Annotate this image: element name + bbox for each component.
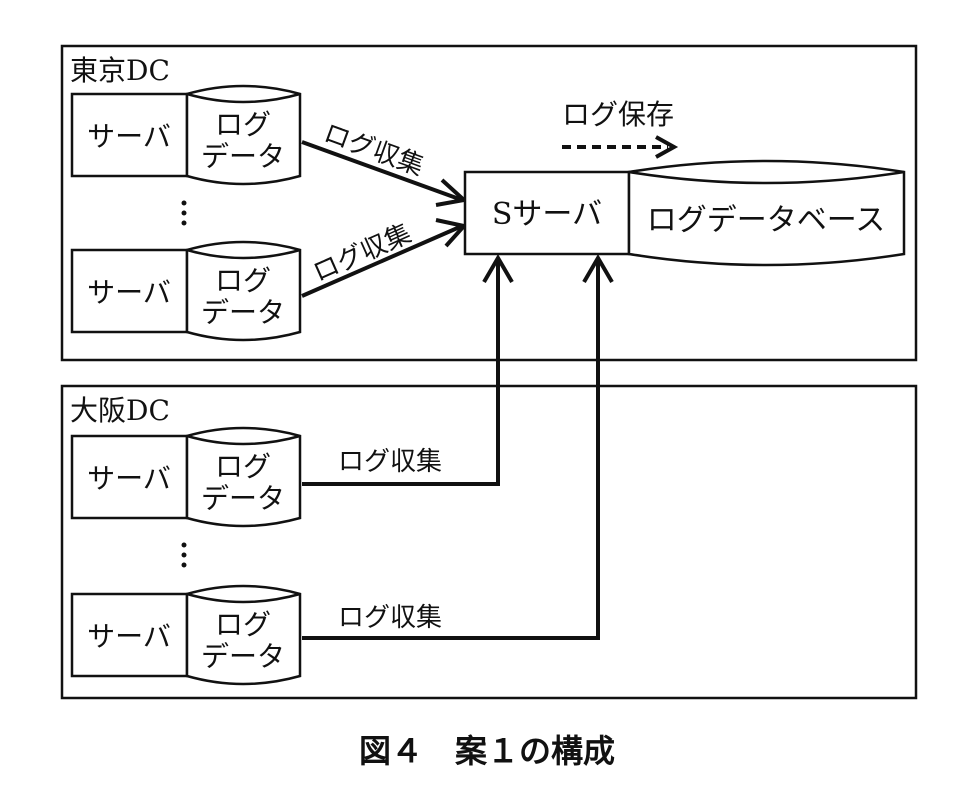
tokyo-log-data-2-line2: データ	[201, 296, 285, 329]
osaka-collect-arrowhead-2	[582, 254, 614, 284]
osaka-server-group-1: サーバ ログ データ	[70, 426, 302, 528]
osaka-dc-label: 大阪DC	[70, 394, 170, 427]
tokyo-server-1	[70, 92, 189, 178]
osaka-server-1-label: サーバ	[87, 462, 171, 495]
tokyo-dc-label: 東京DC	[70, 54, 170, 87]
tokyo-collect-label-1: ログ収集	[320, 118, 428, 182]
osaka-log-data-2-line2: データ	[201, 640, 285, 673]
osaka-dc-frame	[60, 384, 918, 700]
s-server	[463, 170, 631, 256]
tokyo-log-data-1	[185, 84, 302, 186]
tokyo-server-group-1: サーバ ログ データ	[70, 84, 302, 186]
log-database-label: ログデータベース	[647, 203, 886, 238]
osaka-log-data-1	[185, 426, 302, 528]
tokyo-server-group-2: サーバ ログ データ	[70, 240, 302, 342]
figure-caption: 図４ 案１の構成	[359, 732, 615, 770]
tokyo-ellipsis-icon	[181, 200, 187, 226]
tokyo-log-data-2-line1: ログ	[215, 264, 271, 297]
osaka-log-data-1-line1: ログ	[215, 450, 271, 483]
osaka-ellipsis-icon	[181, 542, 187, 568]
osaka-collect-label-1: ログ収集	[338, 447, 442, 477]
osaka-collect-arrowhead-1	[482, 254, 514, 284]
osaka-log-data-2-top	[186, 592, 301, 604]
log-database-top	[628, 170, 905, 185]
tokyo-log-data-1-line2: データ	[201, 140, 285, 173]
s-server-label: Sサーバ	[492, 197, 602, 232]
tokyo-log-data-1-top	[186, 92, 301, 104]
tokyo-log-data-2	[185, 240, 302, 342]
tokyo-dc-frame	[60, 44, 918, 362]
osaka-collect-arrow-1	[302, 258, 500, 486]
tokyo-collect-arrow-2	[301, 224, 463, 298]
osaka-log-data-2	[185, 584, 302, 686]
log-database	[627, 159, 906, 267]
osaka-server-2-label: サーバ	[87, 620, 171, 653]
osaka-collect-label-2: ログ収集	[338, 603, 442, 633]
osaka-log-data-2-line1: ログ	[215, 608, 271, 641]
log-save-arrowhead	[655, 135, 679, 159]
tokyo-log-data-1-line1: ログ	[215, 108, 271, 141]
tokyo-server-2-label: サーバ	[87, 276, 171, 309]
osaka-log-data-1-top	[186, 434, 301, 446]
osaka-server-group-2: サーバ ログ データ	[70, 584, 302, 686]
osaka-log-data-1-line2: データ	[201, 482, 285, 515]
tokyo-log-data-2-top	[186, 248, 301, 260]
tokyo-collect-arrow-1	[301, 140, 463, 202]
tokyo-server-1-label: サーバ	[87, 120, 171, 153]
log-save-label: ログ保存	[562, 98, 674, 131]
osaka-collect-arrow-2	[302, 258, 600, 640]
tokyo-server-2	[70, 248, 189, 334]
